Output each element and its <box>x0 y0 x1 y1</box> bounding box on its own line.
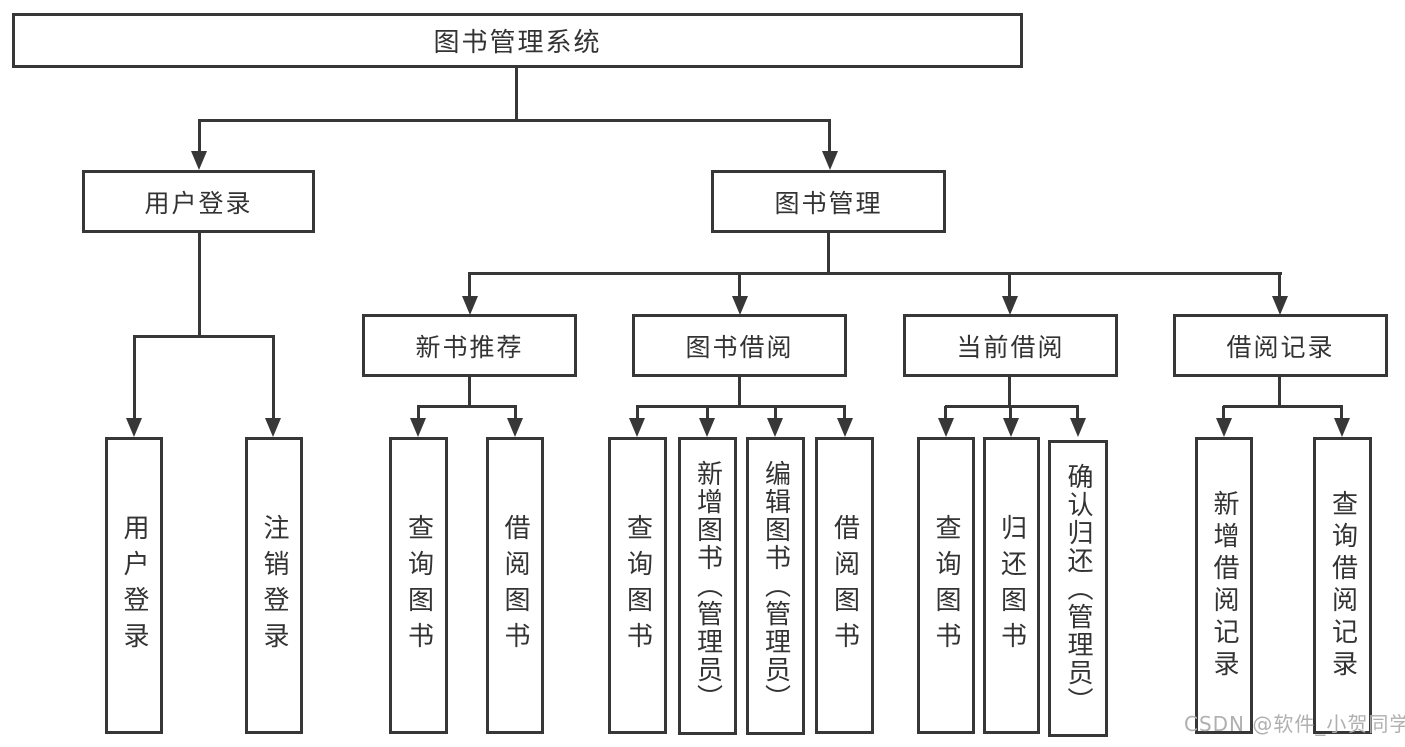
node-library-management-system: 图书管理系统 <box>12 13 1023 68</box>
node-current-borrowing: 当前借阅 <box>903 314 1118 377</box>
connector-line <box>468 272 1282 275</box>
leaf-confirm-return-admin: 确认归还（管理员） <box>1048 440 1108 737</box>
leaf-add-borrow-record: 新增借阅记录 <box>1195 437 1253 734</box>
leaf-label: 借阅图书 <box>829 513 860 658</box>
leaf-label: 借阅图书 <box>500 513 530 658</box>
arrowhead-icon <box>462 296 478 315</box>
leaf-label: 用户登录 <box>119 513 149 658</box>
connector-line <box>198 119 831 122</box>
leaf-label: 查询图书 <box>622 513 653 658</box>
connector-line <box>133 336 136 419</box>
leaf-label: 查询图书 <box>931 513 961 658</box>
connector-line <box>1222 406 1225 419</box>
arrowhead-icon <box>699 418 715 437</box>
leaf-label: 编辑图书（管理员） <box>760 460 791 712</box>
arrowhead-icon <box>1272 296 1288 315</box>
arrowhead-icon <box>1002 296 1018 315</box>
leaf-edit-books-admin: 编辑图书（管理员） <box>746 437 805 735</box>
node-borrowing-records: 借阅记录 <box>1173 314 1388 377</box>
connector-line <box>636 405 846 408</box>
leaf-label: 确认归还（管理员） <box>1063 462 1093 715</box>
leaf-query-books-recommend: 查询图书 <box>389 437 448 734</box>
connector-line <box>944 406 947 419</box>
leaf-label: 注销登录 <box>259 513 289 658</box>
leaf-query-borrow-record: 查询借阅记录 <box>1313 437 1372 734</box>
leaf-logout: 注销登录 <box>245 437 303 734</box>
connector-line <box>1009 406 1012 419</box>
connector-line <box>1340 406 1343 419</box>
connector-line <box>417 406 420 419</box>
arrowhead-icon <box>1070 418 1086 437</box>
arrowhead-icon <box>191 151 207 170</box>
leaf-label: 归还图书 <box>996 513 1027 658</box>
connector-line <box>706 406 709 419</box>
arrowhead-icon <box>1334 418 1350 437</box>
csdn-watermark: CSDN @软件_小贺同学 <box>1184 712 1405 736</box>
connector-line <box>1278 377 1281 406</box>
node-book-borrowing: 图书借阅 <box>632 314 847 377</box>
leaf-add-books-admin: 新增图书（管理员） <box>678 437 737 735</box>
leaf-label: 新增借阅记录 <box>1209 489 1239 682</box>
arrowhead-icon <box>1216 418 1232 437</box>
connector-line <box>636 406 639 419</box>
connector-line <box>843 406 846 419</box>
connector-line <box>945 405 1079 408</box>
arrowhead-icon <box>629 418 645 437</box>
leaf-borrow-books: 借阅图书 <box>815 437 874 734</box>
connector-line <box>468 273 471 297</box>
connector-line <box>1223 405 1343 408</box>
leaf-label: 查询图书 <box>403 513 434 658</box>
arrowhead-icon <box>126 418 142 437</box>
connector-line <box>198 120 201 152</box>
connector-line <box>827 233 830 273</box>
connector-line <box>1008 273 1011 297</box>
leaf-borrow-books-recommend: 借阅图书 <box>486 437 544 734</box>
connector-line <box>738 377 741 406</box>
leaf-label: 查询借阅记录 <box>1327 489 1358 682</box>
arrowhead-icon <box>507 418 523 437</box>
arrowhead-icon <box>1003 418 1019 437</box>
leaf-query-books-current: 查询图书 <box>917 437 975 734</box>
connector-line <box>515 68 518 121</box>
connector-line <box>417 405 517 408</box>
connector-line <box>133 335 275 338</box>
connector-line <box>272 336 275 419</box>
node-user-login: 用户登录 <box>82 170 315 233</box>
connector-line <box>738 273 741 297</box>
node-new-book-recommendation: 新书推荐 <box>362 314 577 377</box>
arrowhead-icon <box>732 296 748 315</box>
arrowhead-icon <box>410 418 426 437</box>
connector-line <box>1076 406 1079 419</box>
connector-line <box>774 406 777 419</box>
connector-line <box>1278 273 1281 297</box>
leaf-query-books-borrowing: 查询图书 <box>608 437 667 734</box>
connector-line <box>828 120 831 152</box>
arrowhead-icon <box>265 418 281 437</box>
connector-line <box>198 233 201 336</box>
node-book-management: 图书管理 <box>711 170 946 233</box>
arrowhead-icon <box>767 418 783 437</box>
leaf-label: 新增图书（管理员） <box>692 460 723 712</box>
connector-line <box>514 406 517 419</box>
arrowhead-icon <box>822 151 838 170</box>
arrowhead-icon <box>938 418 954 437</box>
arrowhead-icon <box>837 418 853 437</box>
leaf-user-login: 用户登录 <box>105 437 163 734</box>
leaf-return-books: 归还图书 <box>983 437 1040 734</box>
connector-line <box>1008 377 1011 406</box>
connector-line <box>468 377 471 406</box>
